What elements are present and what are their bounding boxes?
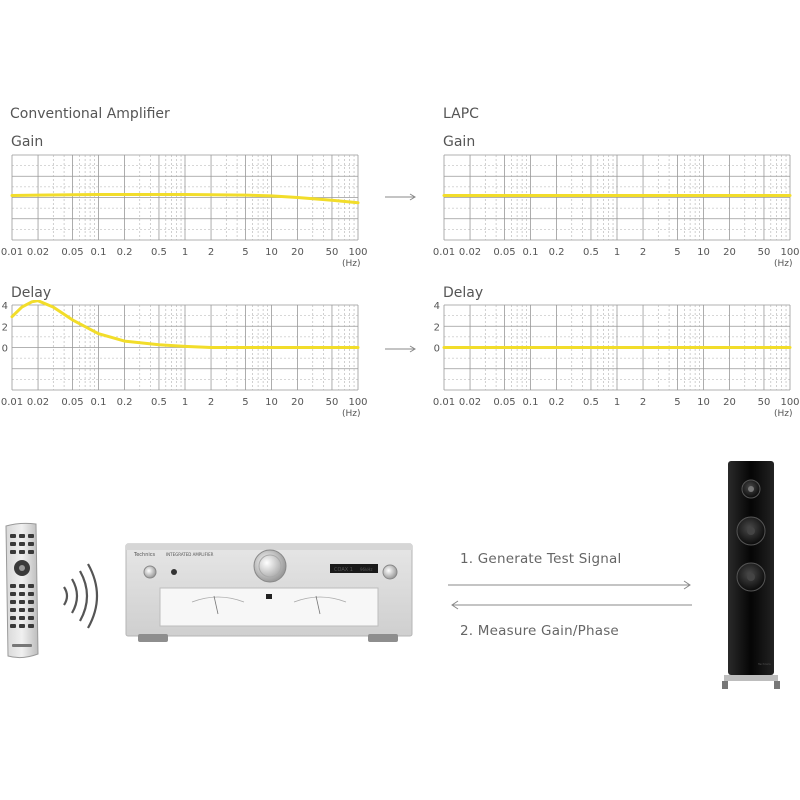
lapc-title: LAPC — [443, 106, 479, 122]
x-tick-label: 10 — [265, 247, 278, 258]
x-tick-label: 0.5 — [151, 397, 167, 408]
x-tick-label: 2 — [640, 397, 646, 408]
x-tick-label: 10 — [697, 247, 710, 258]
x-tick-label: 100 — [780, 397, 799, 408]
lapc-delay-label: Delay — [443, 285, 484, 301]
svg-text:INTEGRATED AMPLIFIER: INTEGRATED AMPLIFIER — [166, 552, 214, 557]
x-tick-label: 10 — [265, 397, 278, 408]
x-tick-label: 5 — [674, 247, 680, 258]
x-tick-label: 0.5 — [151, 247, 167, 258]
x-tick-label: 2 — [208, 247, 214, 258]
x-tick-label: 20 — [723, 397, 736, 408]
amplifier-icon: Technics INTEGRATED AMPLIFIER COAX 1 96k… — [125, 543, 413, 642]
svg-text:Technics: Technics — [133, 552, 156, 558]
x-tick-label: 0.5 — [583, 247, 599, 258]
x-tick-label: 0.2 — [117, 397, 133, 408]
x-tick-label: 0.01 — [433, 247, 455, 258]
delay-transform-arrow — [385, 345, 416, 353]
x-tick-label: 1 — [182, 247, 188, 258]
y-tick-label: 0 — [2, 344, 8, 355]
gain-transform-arrow — [385, 193, 416, 201]
x-tick-label: 0.5 — [583, 397, 599, 408]
y-tick-label: 0 — [434, 344, 440, 355]
x-tick-label: 0.2 — [549, 247, 565, 258]
x-tick-label: 0.2 — [549, 397, 565, 408]
y-tick-label: 4 — [2, 301, 8, 312]
x-tick-label: 0.05 — [493, 247, 515, 258]
x-tick-label: 20 — [291, 247, 304, 258]
x-tick-label: 1 — [614, 247, 620, 258]
signal-exchange-arrows — [448, 580, 692, 610]
x-tick-label: 50 — [326, 247, 339, 258]
conventional-delay-label: Delay — [11, 285, 52, 301]
conventional-amplifier-title: Conventional Amplifier — [10, 106, 170, 122]
conventional-gain-chart: 0.01 0.02 0.05 0.1 0.2 0.5 1 2 5 10 20 50 100(Hz) — [1, 154, 368, 269]
measure-gain-phase-label: 2. Measure Gain/Phase — [460, 623, 619, 639]
svg-text:COAX 1: COAX 1 — [334, 567, 353, 573]
x-unit-label: (Hz) — [342, 259, 361, 269]
x-tick-label: 5 — [242, 247, 248, 258]
x-tick-label: 20 — [723, 247, 736, 258]
x-tick-label: 100 — [348, 397, 367, 408]
x-tick-label: 20 — [291, 397, 304, 408]
x-unit-label: (Hz) — [342, 409, 361, 419]
data-curve — [10, 300, 360, 349]
data-curve — [10, 193, 360, 205]
x-tick-label: 2 — [640, 247, 646, 258]
x-tick-label: 0.05 — [61, 247, 83, 258]
x-tick-label: 0.2 — [117, 247, 133, 258]
y-tick-label: 4 — [434, 301, 440, 312]
x-tick-label: 0.1 — [91, 397, 107, 408]
x-tick-label: 0.1 — [523, 247, 539, 258]
x-tick-label: 1 — [182, 397, 188, 408]
svg-text:Technics: Technics — [757, 662, 771, 666]
x-tick-label: 0.02 — [459, 247, 481, 258]
x-tick-label: 5 — [242, 397, 248, 408]
x-tick-label: 2 — [208, 397, 214, 408]
svg-text:96kHz: 96kHz — [360, 567, 373, 572]
x-unit-label: (Hz) — [774, 259, 793, 269]
x-tick-label: 50 — [758, 397, 771, 408]
x-tick-label: 0.01 — [433, 397, 455, 408]
x-tick-label: 0.1 — [523, 397, 539, 408]
x-tick-label: 100 — [348, 247, 367, 258]
conventional-gain-label: Gain — [11, 134, 44, 150]
x-tick-label: 100 — [780, 247, 799, 258]
y-tick-label: 2 — [434, 322, 440, 333]
x-tick-label: 0.01 — [1, 247, 23, 258]
speaker-icon: Technics — [722, 461, 780, 689]
lapc-gain-label: Gain — [443, 134, 476, 150]
generate-test-signal-label: 1. Generate Test Signal — [460, 551, 622, 567]
x-unit-label: (Hz) — [774, 409, 793, 419]
x-tick-label: 0.02 — [27, 397, 49, 408]
x-tick-label: 0.05 — [493, 397, 515, 408]
x-tick-label: 50 — [326, 397, 339, 408]
lapc-gain-chart: 0.01 0.02 0.05 0.1 0.2 0.5 1 2 5 10 20 50 100(Hz) — [433, 154, 800, 269]
x-tick-label: 50 — [758, 247, 771, 258]
x-tick-label: 0.01 — [1, 397, 23, 408]
wireless-signal-icon — [63, 563, 98, 629]
x-tick-label: 5 — [674, 397, 680, 408]
x-tick-label: 0.05 — [61, 397, 83, 408]
x-tick-label: 0.02 — [459, 397, 481, 408]
x-tick-label: 10 — [697, 397, 710, 408]
x-tick-label: 1 — [614, 397, 620, 408]
x-tick-label: 0.1 — [91, 247, 107, 258]
x-tick-label: 0.02 — [27, 247, 49, 258]
remote-control-icon — [5, 522, 39, 659]
y-tick-label: 2 — [2, 322, 8, 333]
